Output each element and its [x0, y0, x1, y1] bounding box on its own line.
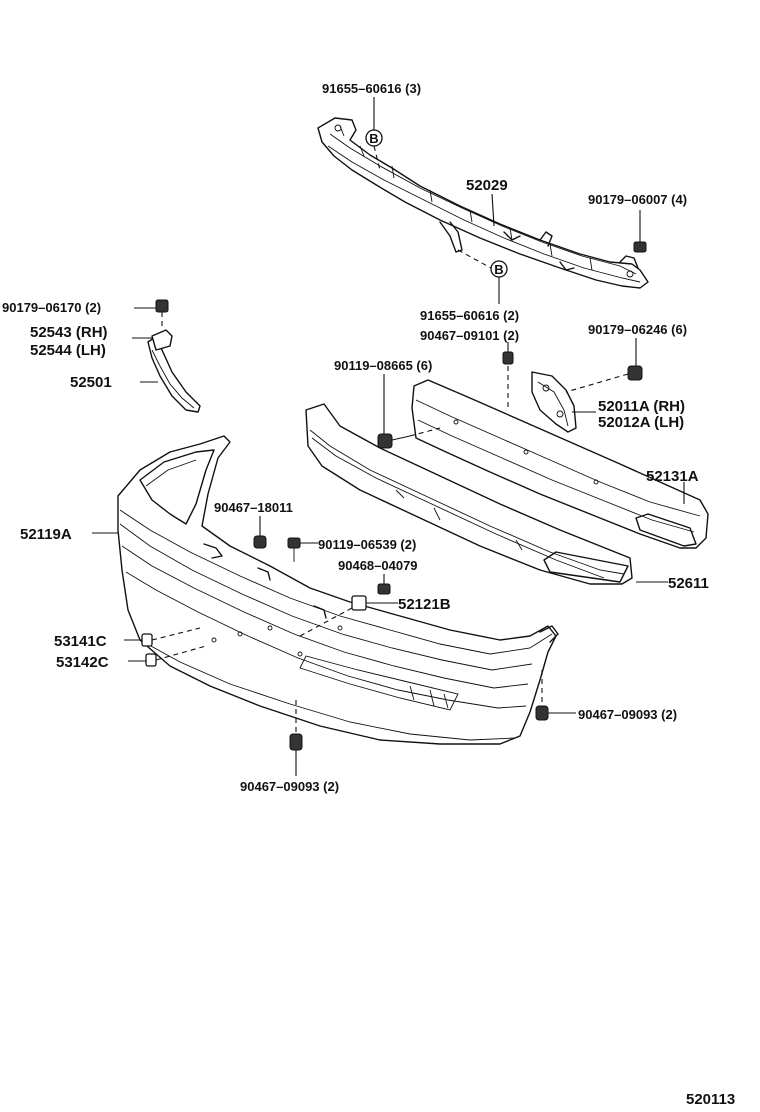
label-52544-lh: 52544 (LH) [30, 342, 106, 359]
label-91655-60616-2: 91655–60616 (2) [420, 308, 519, 323]
label-90467-09093-bottom: 90467–09093 (2) [240, 779, 339, 794]
label-91655-60616-3: 91655–60616 (3) [322, 81, 421, 96]
label-52011A-rh: 52011A (RH) [598, 398, 685, 415]
clip-marker-lower: B [490, 260, 508, 278]
label-90119-06539-2: 90119–06539 (2) [318, 537, 416, 552]
clip-marker-letter: B [494, 262, 503, 277]
reinforcement-52029 [317, 117, 649, 289]
nut-90179-06007 [633, 210, 647, 253]
label-90179-06170-2: 90179–06170 (2) [2, 300, 101, 315]
diagram-code: 520113 [686, 1091, 735, 1108]
label-90467-09101-2: 90467–09101 (2) [420, 328, 519, 343]
nut-90468-04079 [377, 574, 391, 595]
plug-53141C [124, 627, 201, 647]
bracket-52011A-52012A [531, 371, 596, 433]
label-90467-18011: 90467–18011 [214, 500, 293, 515]
label-90179-06007-4: 90179–06007 (4) [588, 192, 687, 207]
clip-marker-letter: B [369, 131, 378, 146]
label-52543-rh: 52543 (RH) [30, 324, 108, 341]
clip-90467-09093-bottom [289, 700, 303, 776]
clip-90467-09101 [502, 342, 514, 410]
clip-90467-18011 [253, 516, 267, 549]
label-52029: 52029 [466, 177, 508, 194]
label-52501: 52501 [70, 374, 112, 391]
label-90468-04079: 90468–04079 [338, 558, 418, 573]
label-53142C: 53142C [56, 654, 109, 671]
bolt-90119-08665 [377, 374, 441, 449]
bumper-cover-52119A [92, 435, 559, 745]
label-52121B: 52121B [398, 596, 451, 613]
label-52131A: 52131A [646, 468, 699, 485]
plug-53142C [128, 645, 207, 667]
nut-90179-06170 [134, 299, 169, 330]
label-90179-06246-6: 90179–06246 (6) [588, 322, 687, 337]
reinforcement-52131A [411, 379, 709, 549]
retainer-52501 [140, 337, 201, 413]
retainer-52121B [299, 595, 398, 637]
clip-marker-top: B [365, 129, 383, 147]
label-52119A: 52119A [20, 526, 72, 543]
label-90467-09093-right: 90467–09093 (2) [578, 707, 677, 722]
label-52012A-lh: 52012A (LH) [598, 414, 684, 431]
label-53141C: 53141C [54, 633, 107, 650]
clip-90467-09093-right [535, 670, 576, 721]
label-90119-08665-6: 90119–08665 (6) [334, 358, 432, 373]
label-52611: 52611 [668, 575, 709, 592]
screw-90119-06539 [287, 537, 318, 562]
clip-52543-52544 [132, 329, 173, 351]
nut-90179-06246 [565, 338, 643, 393]
